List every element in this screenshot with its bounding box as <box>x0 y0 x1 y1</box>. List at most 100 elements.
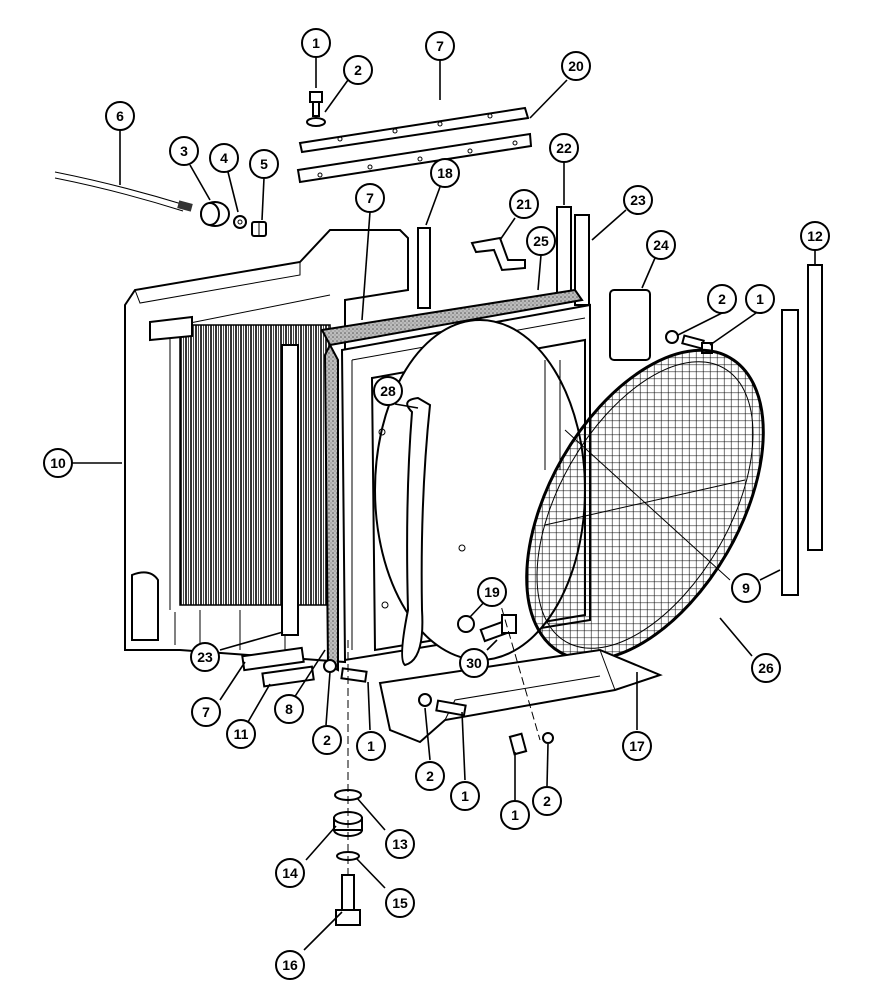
callout-19: 19 <box>477 577 507 607</box>
svg-text:1: 1 <box>511 807 519 823</box>
svg-text:10: 10 <box>50 455 66 471</box>
svg-text:17: 17 <box>629 738 645 754</box>
callout-14: 14 <box>275 858 305 888</box>
callout-1-right: 1 <box>745 284 775 314</box>
top-gasket-strip <box>296 132 533 184</box>
washer-lower-mid <box>418 693 432 707</box>
svg-text:1: 1 <box>461 788 469 804</box>
callout-23-left: 23 <box>190 642 220 672</box>
top-bolt <box>306 91 326 127</box>
svg-text:2: 2 <box>426 768 434 784</box>
shroud-handle <box>401 396 432 667</box>
vertical-gasket-23-right <box>574 214 590 306</box>
washer-19 <box>457 615 475 633</box>
callout-24: 24 <box>646 230 676 260</box>
svg-text:19: 19 <box>484 584 500 600</box>
callout-23-right: 23 <box>623 185 653 215</box>
rubber-bushing <box>200 201 230 227</box>
callout-22: 22 <box>549 133 579 163</box>
callout-1-bottom-left: 1 <box>356 731 386 761</box>
svg-text:26: 26 <box>758 660 774 676</box>
svg-text:4: 4 <box>220 150 228 166</box>
vertical-gasket-22 <box>556 206 572 303</box>
callout-25: 25 <box>526 226 556 256</box>
svg-text:30: 30 <box>466 655 482 671</box>
callout-4: 4 <box>209 143 239 173</box>
callout-20: 20 <box>561 51 591 81</box>
callout-5: 5 <box>249 149 279 179</box>
callout-6: 6 <box>105 101 135 131</box>
callout-16: 16 <box>275 950 305 980</box>
svg-text:16: 16 <box>282 957 298 973</box>
gasket-frame <box>320 288 584 672</box>
side-gasket-9 <box>781 309 799 596</box>
fan-guard-mesh <box>525 348 765 662</box>
callout-2-right: 2 <box>707 284 737 314</box>
callout-21: 21 <box>509 189 539 219</box>
callout-2-bottom-right: 2 <box>532 786 562 816</box>
bolt-lower-mid <box>435 699 467 717</box>
svg-text:13: 13 <box>392 836 408 852</box>
mount-bolt-16 <box>335 874 361 926</box>
callout-1-bottom-mid: 1 <box>450 781 480 811</box>
svg-text:1: 1 <box>312 35 320 51</box>
svg-text:2: 2 <box>543 793 551 809</box>
callout-11: 11 <box>226 719 256 749</box>
cover-plate <box>609 289 651 361</box>
svg-text:7: 7 <box>202 704 210 720</box>
bolt-lower-right <box>508 732 528 756</box>
right-bolt <box>665 330 713 354</box>
svg-text:8: 8 <box>285 701 293 717</box>
callout-30: 30 <box>459 648 489 678</box>
svg-text:1: 1 <box>367 738 375 754</box>
svg-text:25: 25 <box>533 233 549 249</box>
svg-text:23: 23 <box>630 192 646 208</box>
svg-text:28: 28 <box>380 383 396 399</box>
bottom-strap-11 <box>261 665 315 688</box>
callout-17: 17 <box>622 731 652 761</box>
washer-lower-left <box>323 659 337 673</box>
callout-13: 13 <box>385 829 415 859</box>
callout-9: 9 <box>731 573 761 603</box>
svg-text:5: 5 <box>260 156 268 172</box>
svg-text:2: 2 <box>718 291 726 307</box>
callout-3: 3 <box>169 136 199 166</box>
callout-18: 18 <box>430 158 460 188</box>
washer-small <box>233 215 247 229</box>
svg-text:7: 7 <box>436 38 444 54</box>
hex-nut <box>251 221 267 237</box>
callout-8: 8 <box>274 694 304 724</box>
callout-2-bottom-left: 2 <box>312 725 342 755</box>
svg-text:9: 9 <box>742 580 750 596</box>
svg-text:3: 3 <box>180 143 188 159</box>
mount-bracket <box>470 236 526 272</box>
vertical-gasket-23-left <box>281 344 299 636</box>
svg-text:21: 21 <box>516 196 532 212</box>
svg-text:24: 24 <box>653 237 669 253</box>
callout-2-top: 2 <box>343 55 373 85</box>
vertical-gasket-18 <box>417 227 431 309</box>
callout-26: 26 <box>751 653 781 683</box>
side-strip-12 <box>807 264 823 551</box>
callout-7-bottom: 7 <box>191 697 221 727</box>
svg-text:11: 11 <box>234 726 249 742</box>
svg-text:2: 2 <box>323 732 331 748</box>
callout-10: 10 <box>43 448 73 478</box>
callout-2-bottom-mid: 2 <box>415 761 445 791</box>
callout-1-top: 1 <box>301 28 331 58</box>
svg-text:20: 20 <box>568 58 584 74</box>
callout-15: 15 <box>385 888 415 918</box>
svg-text:1: 1 <box>756 291 764 307</box>
cable-rod <box>54 171 193 212</box>
callout-28: 28 <box>373 376 403 406</box>
svg-text:6: 6 <box>116 108 124 124</box>
callout-12: 12 <box>800 221 830 251</box>
svg-text:18: 18 <box>437 165 453 181</box>
bolt-lower-left <box>340 667 368 683</box>
callout-7-mid: 7 <box>355 183 385 213</box>
top-strap-bar <box>298 106 530 154</box>
svg-text:7: 7 <box>366 190 374 206</box>
svg-text:22: 22 <box>556 140 572 156</box>
washer-lower-right <box>542 732 554 744</box>
